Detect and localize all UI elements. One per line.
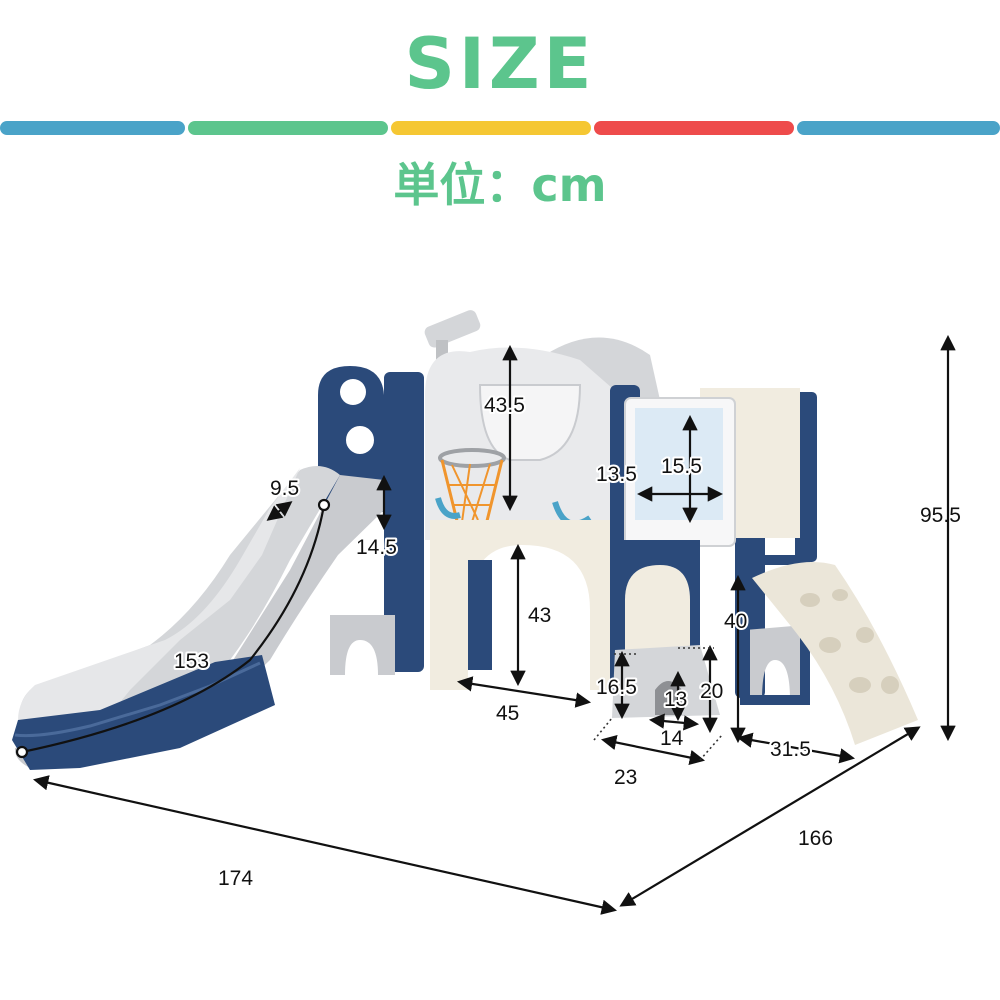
- label-slide-rail-height: 14.5: [356, 536, 397, 559]
- rear-arch-right: [745, 625, 805, 700]
- dim-line-174: [32, 775, 618, 915]
- label-tunnel-height: 16.5: [596, 676, 637, 699]
- slide-length-end-dot: [15, 745, 29, 759]
- label-wall-height: 43.5: [484, 394, 525, 417]
- dimension-lines: [32, 334, 956, 915]
- climbing-ramp: [752, 561, 918, 745]
- label-total-length: 174: [218, 867, 253, 890]
- climbing-holds: [800, 589, 899, 694]
- slide-lip: [14, 661, 261, 738]
- dim-line-14: [648, 713, 700, 731]
- label-tunnel-width: 23: [614, 766, 637, 789]
- guide-lines: [593, 647, 723, 761]
- label-tunnel-opening-width: 14: [660, 727, 684, 750]
- slide-base: [12, 655, 275, 770]
- label-deck-height: 40: [724, 610, 747, 633]
- unit-label: 単位：cm: [393, 158, 607, 212]
- label-total-height: 95.5: [920, 504, 961, 527]
- dim-line-45: [456, 676, 592, 708]
- stripe-blue-left: [0, 121, 185, 135]
- label-board-height: 15.5: [661, 455, 702, 478]
- label-total-depth: 166: [798, 827, 833, 850]
- arch-wall: [430, 520, 610, 690]
- stripe-green: [188, 121, 388, 135]
- label-tunnel-step-height: 20: [700, 680, 723, 703]
- stripe-yellow: [391, 121, 591, 135]
- color-stripe-bar: [0, 121, 1000, 135]
- far-pillar: [795, 392, 817, 562]
- arch-inner-navy: [468, 560, 492, 670]
- dim-line-9-5: [266, 501, 293, 521]
- label-board-width: 13.5: [596, 463, 637, 486]
- label-ramp-depth: 31.5: [770, 738, 811, 761]
- ladder-ring-bottom: [344, 424, 376, 456]
- left-pillar: [384, 372, 424, 672]
- rear-arch: [330, 615, 395, 675]
- size-heading: SIZE: [404, 23, 596, 105]
- playset-illustration: [12, 310, 918, 770]
- label-arch-width: 45: [496, 702, 519, 725]
- dimension-labels: 174 166 95.5 153 9.5 14.5 43.5 43 45 15.…: [172, 392, 961, 890]
- label-arch-height: 43: [528, 604, 551, 627]
- label-slide-length: 153: [174, 650, 209, 673]
- stripe-red: [594, 121, 794, 135]
- label-slide-width: 9.5: [270, 477, 299, 500]
- slide-length-curve: [21, 504, 326, 754]
- label-tunnel-opening-height: 13: [664, 688, 687, 711]
- slide-length-start-dot: [317, 498, 331, 512]
- dim-line-166: [619, 726, 921, 907]
- stripe-blue-right: [797, 121, 1000, 135]
- ladder-ring-top: [340, 379, 366, 405]
- slide-rail-left: [18, 468, 300, 730]
- handle-ring-left: [435, 497, 461, 519]
- dim-line-23: [600, 734, 706, 766]
- dim-line-31-5: [736, 732, 856, 764]
